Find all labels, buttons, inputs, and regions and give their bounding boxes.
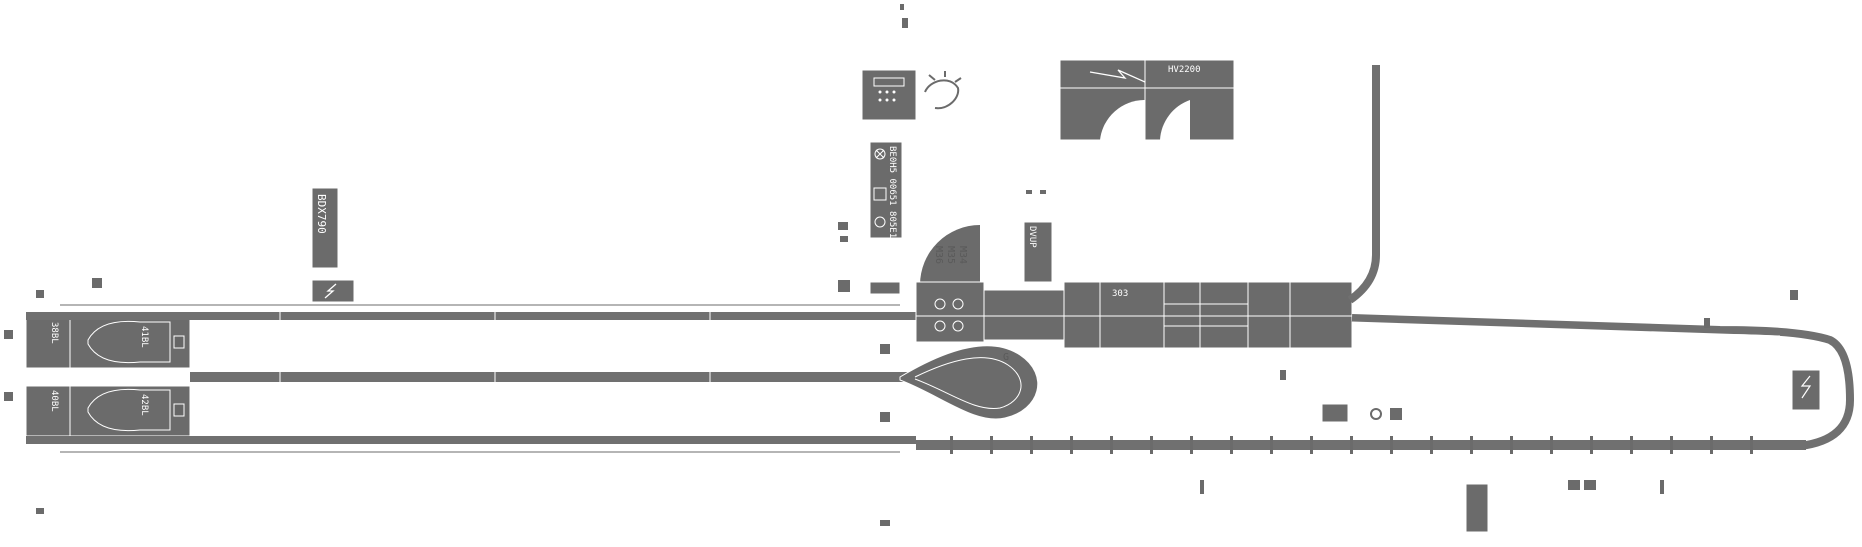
dotted-box <box>869 281 901 295</box>
hv-label: HV2200 <box>1168 65 1201 75</box>
small-box-2 <box>880 344 890 354</box>
grid-node-label: 303 <box>1112 289 1128 299</box>
platform-top-block[interactable] <box>25 317 71 369</box>
junction-block-1[interactable] <box>915 281 985 343</box>
loop-bottom-label: 42BL <box>139 394 149 416</box>
loop-bottom-marker <box>173 403 185 417</box>
panel-square-icon <box>873 187 887 201</box>
panel-codes-label: BE0H5 00651 805E1 <box>887 146 897 238</box>
junction-block-2[interactable] <box>983 289 1065 341</box>
signal-box[interactable] <box>1321 403 1349 423</box>
track-bottom-right[interactable] <box>916 440 1806 450</box>
junction-block-4[interactable] <box>1163 281 1249 349</box>
loop-top-label: 41BL <box>139 326 149 348</box>
hv-lightning-icon <box>1089 69 1146 83</box>
loop-right-box[interactable] <box>1791 369 1821 411</box>
dvup-box[interactable] <box>1023 221 1053 283</box>
signal-circle-icon <box>1370 408 1382 420</box>
junction-block-3[interactable] <box>1063 281 1165 349</box>
balloon-loop[interactable] <box>899 345 1039 420</box>
marker-g-label: G <box>1003 352 1009 363</box>
scattered-fragments <box>36 4 1798 526</box>
right-loop-track[interactable] <box>1351 314 1855 450</box>
m35-label: M35 <box>945 246 956 264</box>
crossed-circle-icon <box>874 148 886 160</box>
left-platform-group: 38BL 40BL 41BL 42BL <box>4 317 191 437</box>
loop-lightning-icon <box>1800 375 1812 399</box>
lightning-icon <box>324 283 337 299</box>
loop-top-marker <box>173 335 185 349</box>
balloon-loop-inner <box>914 357 1022 410</box>
platform-top-label: 38BL <box>49 322 59 344</box>
loop-top-shape <box>87 320 171 364</box>
hv-panel[interactable]: HV2200 <box>1059 59 1235 141</box>
bdx790-label: BDX790 <box>315 194 328 234</box>
claw-icon <box>924 71 962 110</box>
platform-bottom-block[interactable] <box>25 385 71 437</box>
small-box-3 <box>880 412 890 422</box>
dvup-label: DVUP <box>1027 226 1037 248</box>
left-marker-2 <box>4 392 13 401</box>
signal-square <box>1390 408 1402 420</box>
bottom-fragment-1 <box>1568 480 1580 490</box>
bdx790-box[interactable] <box>311 187 339 269</box>
track-bottom-left[interactable] <box>26 436 916 444</box>
main-tracks <box>26 304 1806 453</box>
small-box-1 <box>838 280 850 292</box>
loop-bottom-shape <box>87 388 171 432</box>
junction-area: 303 <box>915 281 1353 349</box>
bottom-panel[interactable] <box>1465 483 1489 533</box>
sleepers <box>950 436 1753 454</box>
keypad-dots <box>873 77 905 102</box>
bottom-fragment-2 <box>1584 480 1596 490</box>
track-top[interactable] <box>26 312 916 320</box>
track-middle[interactable] <box>190 372 910 382</box>
platform-bottom-label: 40BL <box>49 390 59 412</box>
quarter-sector <box>920 225 980 285</box>
left-marker-1 <box>4 330 13 339</box>
m36-label: M36 <box>933 246 944 264</box>
panel-circle-icon <box>874 216 886 228</box>
vertical-spur-track[interactable] <box>1347 65 1380 304</box>
m34-label: M34 <box>957 246 968 264</box>
junction-block-5[interactable] <box>1247 281 1353 349</box>
